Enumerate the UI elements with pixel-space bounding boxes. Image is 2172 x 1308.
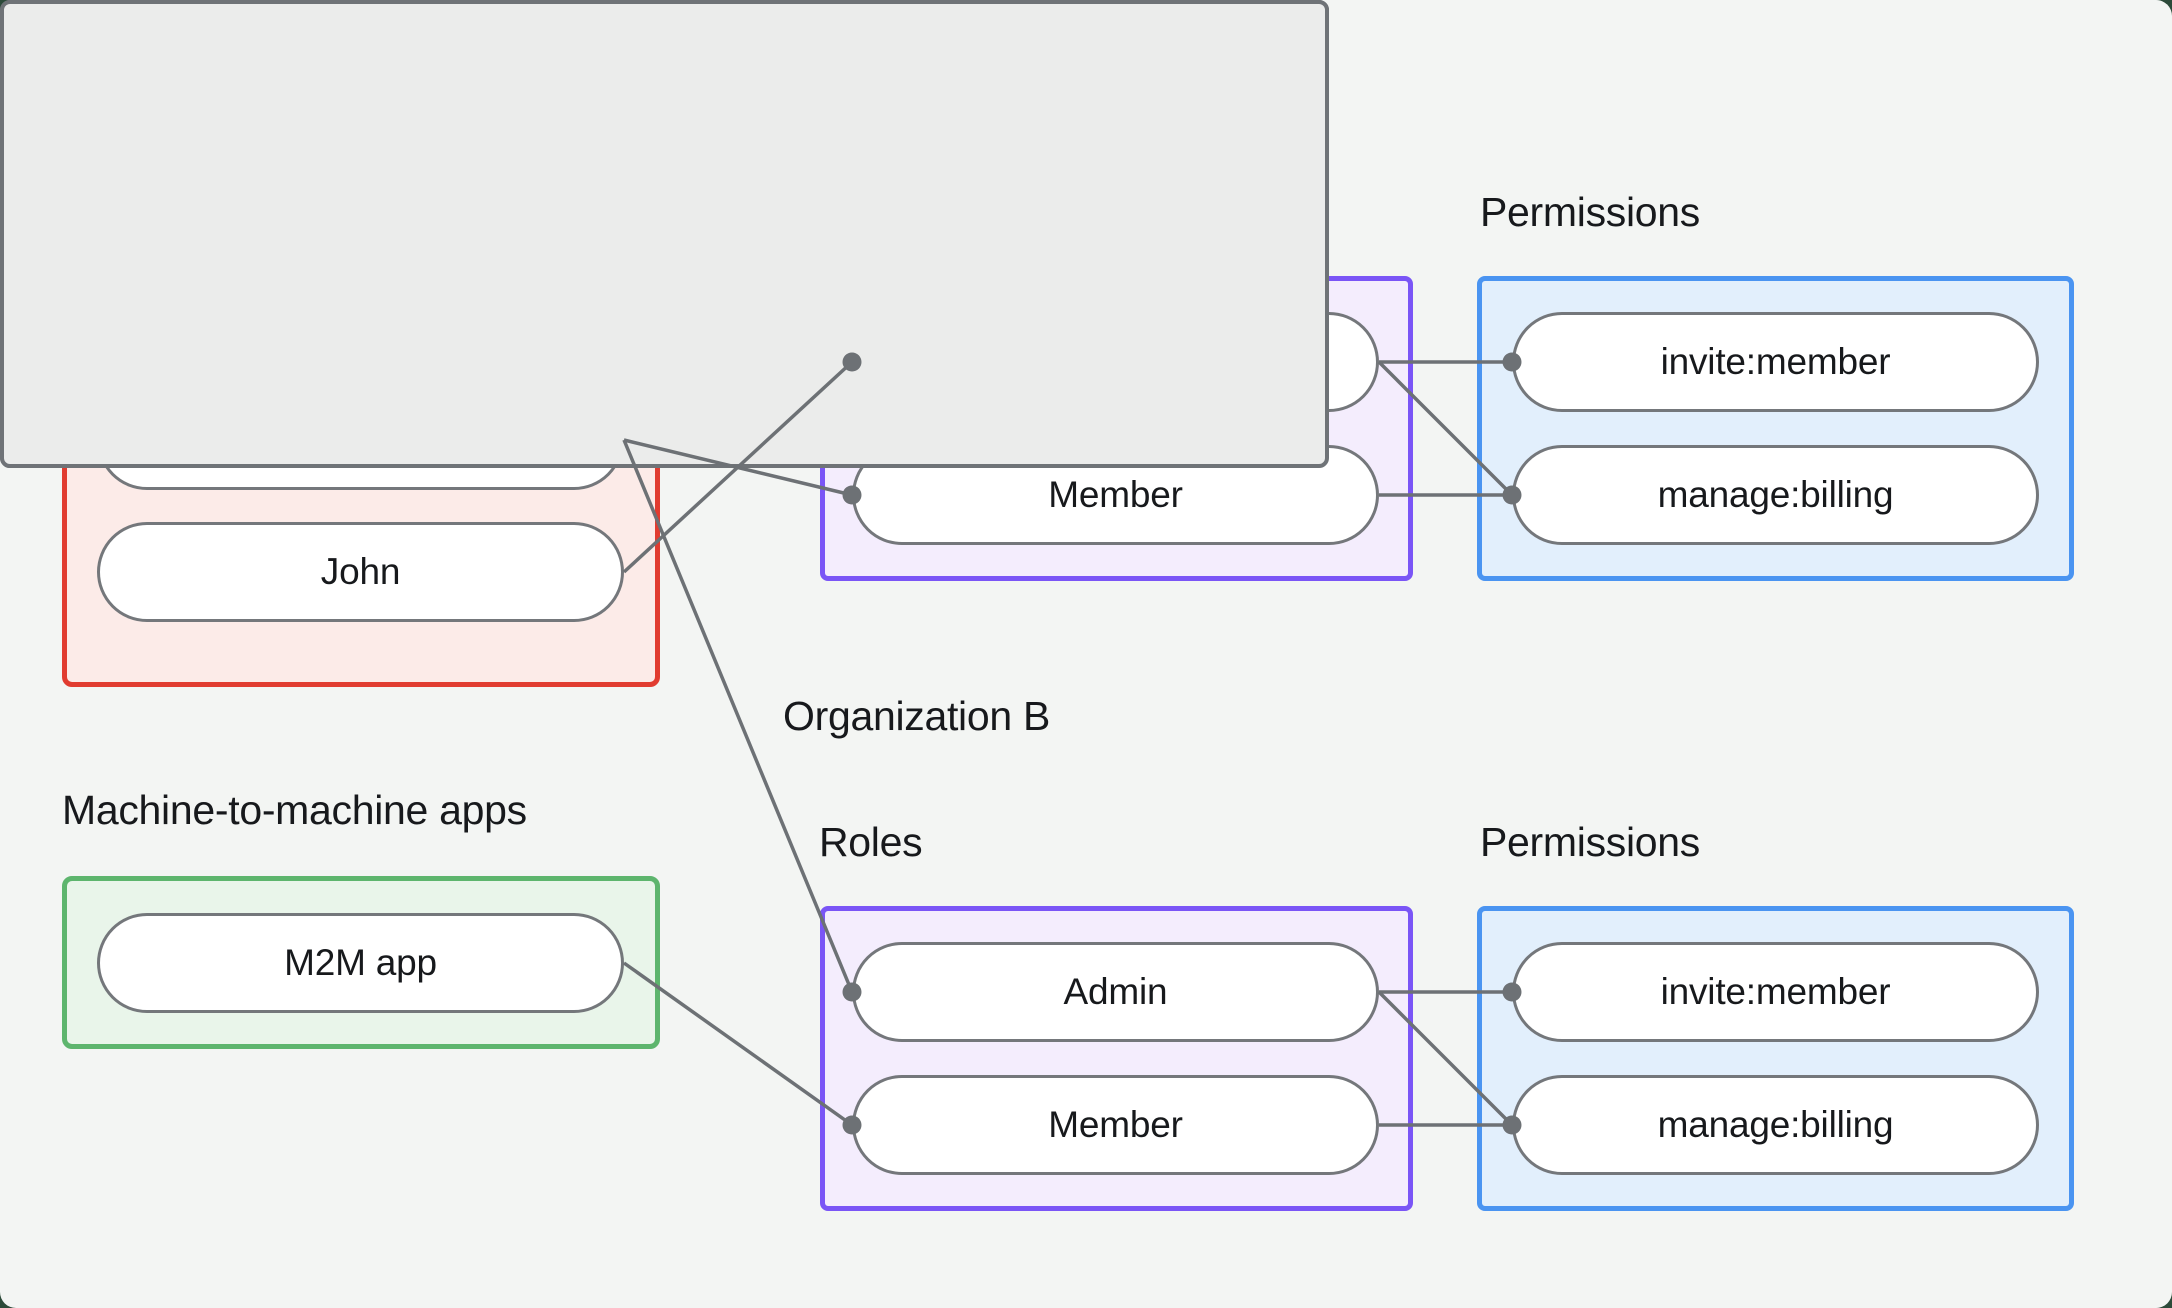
m2m-app-node: M2M app <box>97 913 624 1013</box>
org-b-permission-invite-member: invite:member <box>1512 942 2039 1042</box>
org-b-roles-label: Roles <box>819 819 923 865</box>
org-b-role-admin: Admin <box>852 942 1379 1042</box>
org-b-title: Organization B <box>783 693 1051 739</box>
m2m-section-label: Machine-to-machine apps <box>62 787 527 833</box>
org-b-box <box>0 0 1329 468</box>
org-b-permissions-label: Permissions <box>1480 819 1700 865</box>
org-b-role-member: Member <box>852 1075 1379 1175</box>
user-node-john: John <box>97 522 624 622</box>
org-a-permission-manage-billing: manage:billing <box>1512 445 2039 545</box>
org-b-permission-manage-billing: manage:billing <box>1512 1075 2039 1175</box>
org-a-permission-invite-member: invite:member <box>1512 312 2039 412</box>
org-a-permissions-label: Permissions <box>1480 189 1700 235</box>
